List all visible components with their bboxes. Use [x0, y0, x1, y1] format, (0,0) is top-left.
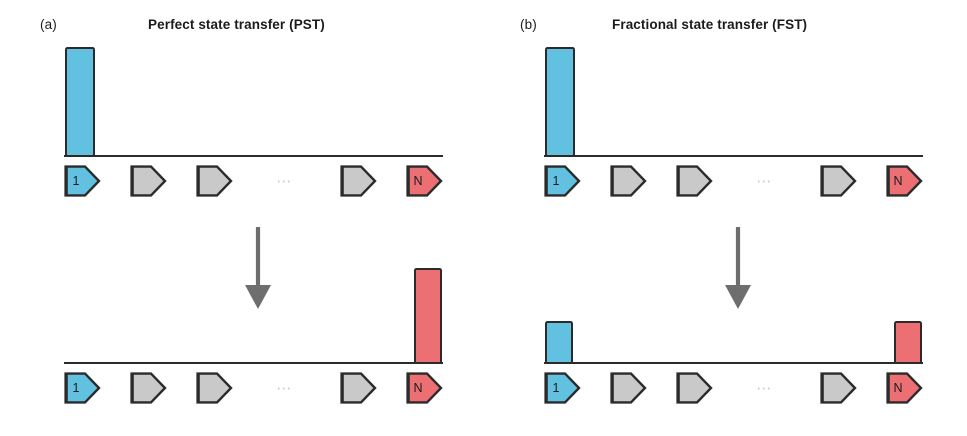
chain-ellipsis: ⋯	[276, 173, 294, 190]
spin-arrow-icon	[340, 372, 377, 404]
spin-site-n[interactable]: N	[405, 164, 443, 198]
spin-arrow-icon	[406, 165, 443, 197]
spin-chain: 1 ⋯	[543, 371, 923, 405]
chain-ellipsis: ⋯	[756, 380, 774, 397]
spin-arrow-icon	[886, 165, 923, 197]
amplitude-bar-site-n	[414, 268, 442, 364]
spin-chain: 1 ⋯	[543, 164, 923, 198]
spin-arrow-icon	[676, 372, 713, 404]
spin-arrow-icon	[676, 165, 713, 197]
spin-arrow-icon	[610, 372, 647, 404]
spin-arrow-icon	[820, 372, 857, 404]
chain-ellipsis: ⋯	[756, 173, 774, 190]
spin-arrow-icon	[886, 372, 923, 404]
spin-site-1[interactable]: 1	[543, 164, 581, 198]
spin-arrow-icon	[196, 372, 233, 404]
spin-arrow-icon	[544, 372, 581, 404]
panel-b: (b) Fractional state transfer (FST) 1	[483, 0, 967, 436]
spin-arrow-icon	[196, 165, 233, 197]
spin-site-n[interactable]: N	[885, 164, 923, 198]
baseline	[64, 155, 443, 157]
spin-site-3[interactable]	[675, 371, 713, 405]
spin-site-n[interactable]: N	[405, 371, 443, 405]
spin-site-n-minus-1[interactable]	[339, 164, 377, 198]
spin-site-2[interactable]	[129, 371, 167, 405]
amplitude-bar-site-1	[545, 47, 575, 157]
panel-a: (a) Perfect state transfer (PST) 1	[40, 17, 443, 405]
baseline	[544, 155, 923, 157]
spin-site-2[interactable]	[129, 164, 167, 198]
spin-arrow-icon	[130, 372, 167, 404]
spin-site-n-minus-1[interactable]	[339, 371, 377, 405]
spin-site-2[interactable]	[609, 371, 647, 405]
panel-b-tag: (b)	[520, 17, 537, 32]
spin-site-3[interactable]	[195, 371, 233, 405]
panel-a-title: Perfect state transfer (PST)	[148, 17, 325, 32]
spin-arrow-icon	[130, 165, 167, 197]
spin-chain: 1 ⋯	[63, 371, 443, 405]
spin-chain: 1 ⋯	[63, 164, 443, 198]
amplitude-bar-site-1	[545, 321, 573, 364]
amplitude-bar-site-n	[894, 321, 922, 364]
spin-arrow-icon	[64, 372, 101, 404]
spin-arrow-icon	[64, 165, 101, 197]
spin-site-1[interactable]: 1	[63, 164, 101, 198]
spin-arrow-icon	[406, 372, 443, 404]
spin-arrow-icon	[340, 165, 377, 197]
spin-site-n-minus-1[interactable]	[819, 164, 857, 198]
panel-a-tag: (a)	[40, 17, 57, 32]
baseline	[64, 362, 443, 364]
spin-site-3[interactable]	[195, 164, 233, 198]
spin-arrow-icon	[610, 165, 647, 197]
spin-arrow-icon	[544, 165, 581, 197]
spin-site-n[interactable]: N	[885, 371, 923, 405]
spin-site-3[interactable]	[675, 164, 713, 198]
spin-site-1[interactable]: 1	[543, 371, 581, 405]
time-evolution-arrow-icon	[245, 227, 271, 309]
panel-b-title: Fractional state transfer (FST)	[612, 17, 808, 32]
time-evolution-arrow-icon	[725, 227, 751, 309]
chain-ellipsis: ⋯	[276, 380, 294, 397]
amplitude-bar-site-1	[65, 47, 95, 157]
spin-arrow-icon	[820, 165, 857, 197]
spin-site-n-minus-1[interactable]	[819, 371, 857, 405]
spin-site-2[interactable]	[609, 164, 647, 198]
baseline	[544, 362, 923, 364]
spin-site-1[interactable]: 1	[63, 371, 101, 405]
